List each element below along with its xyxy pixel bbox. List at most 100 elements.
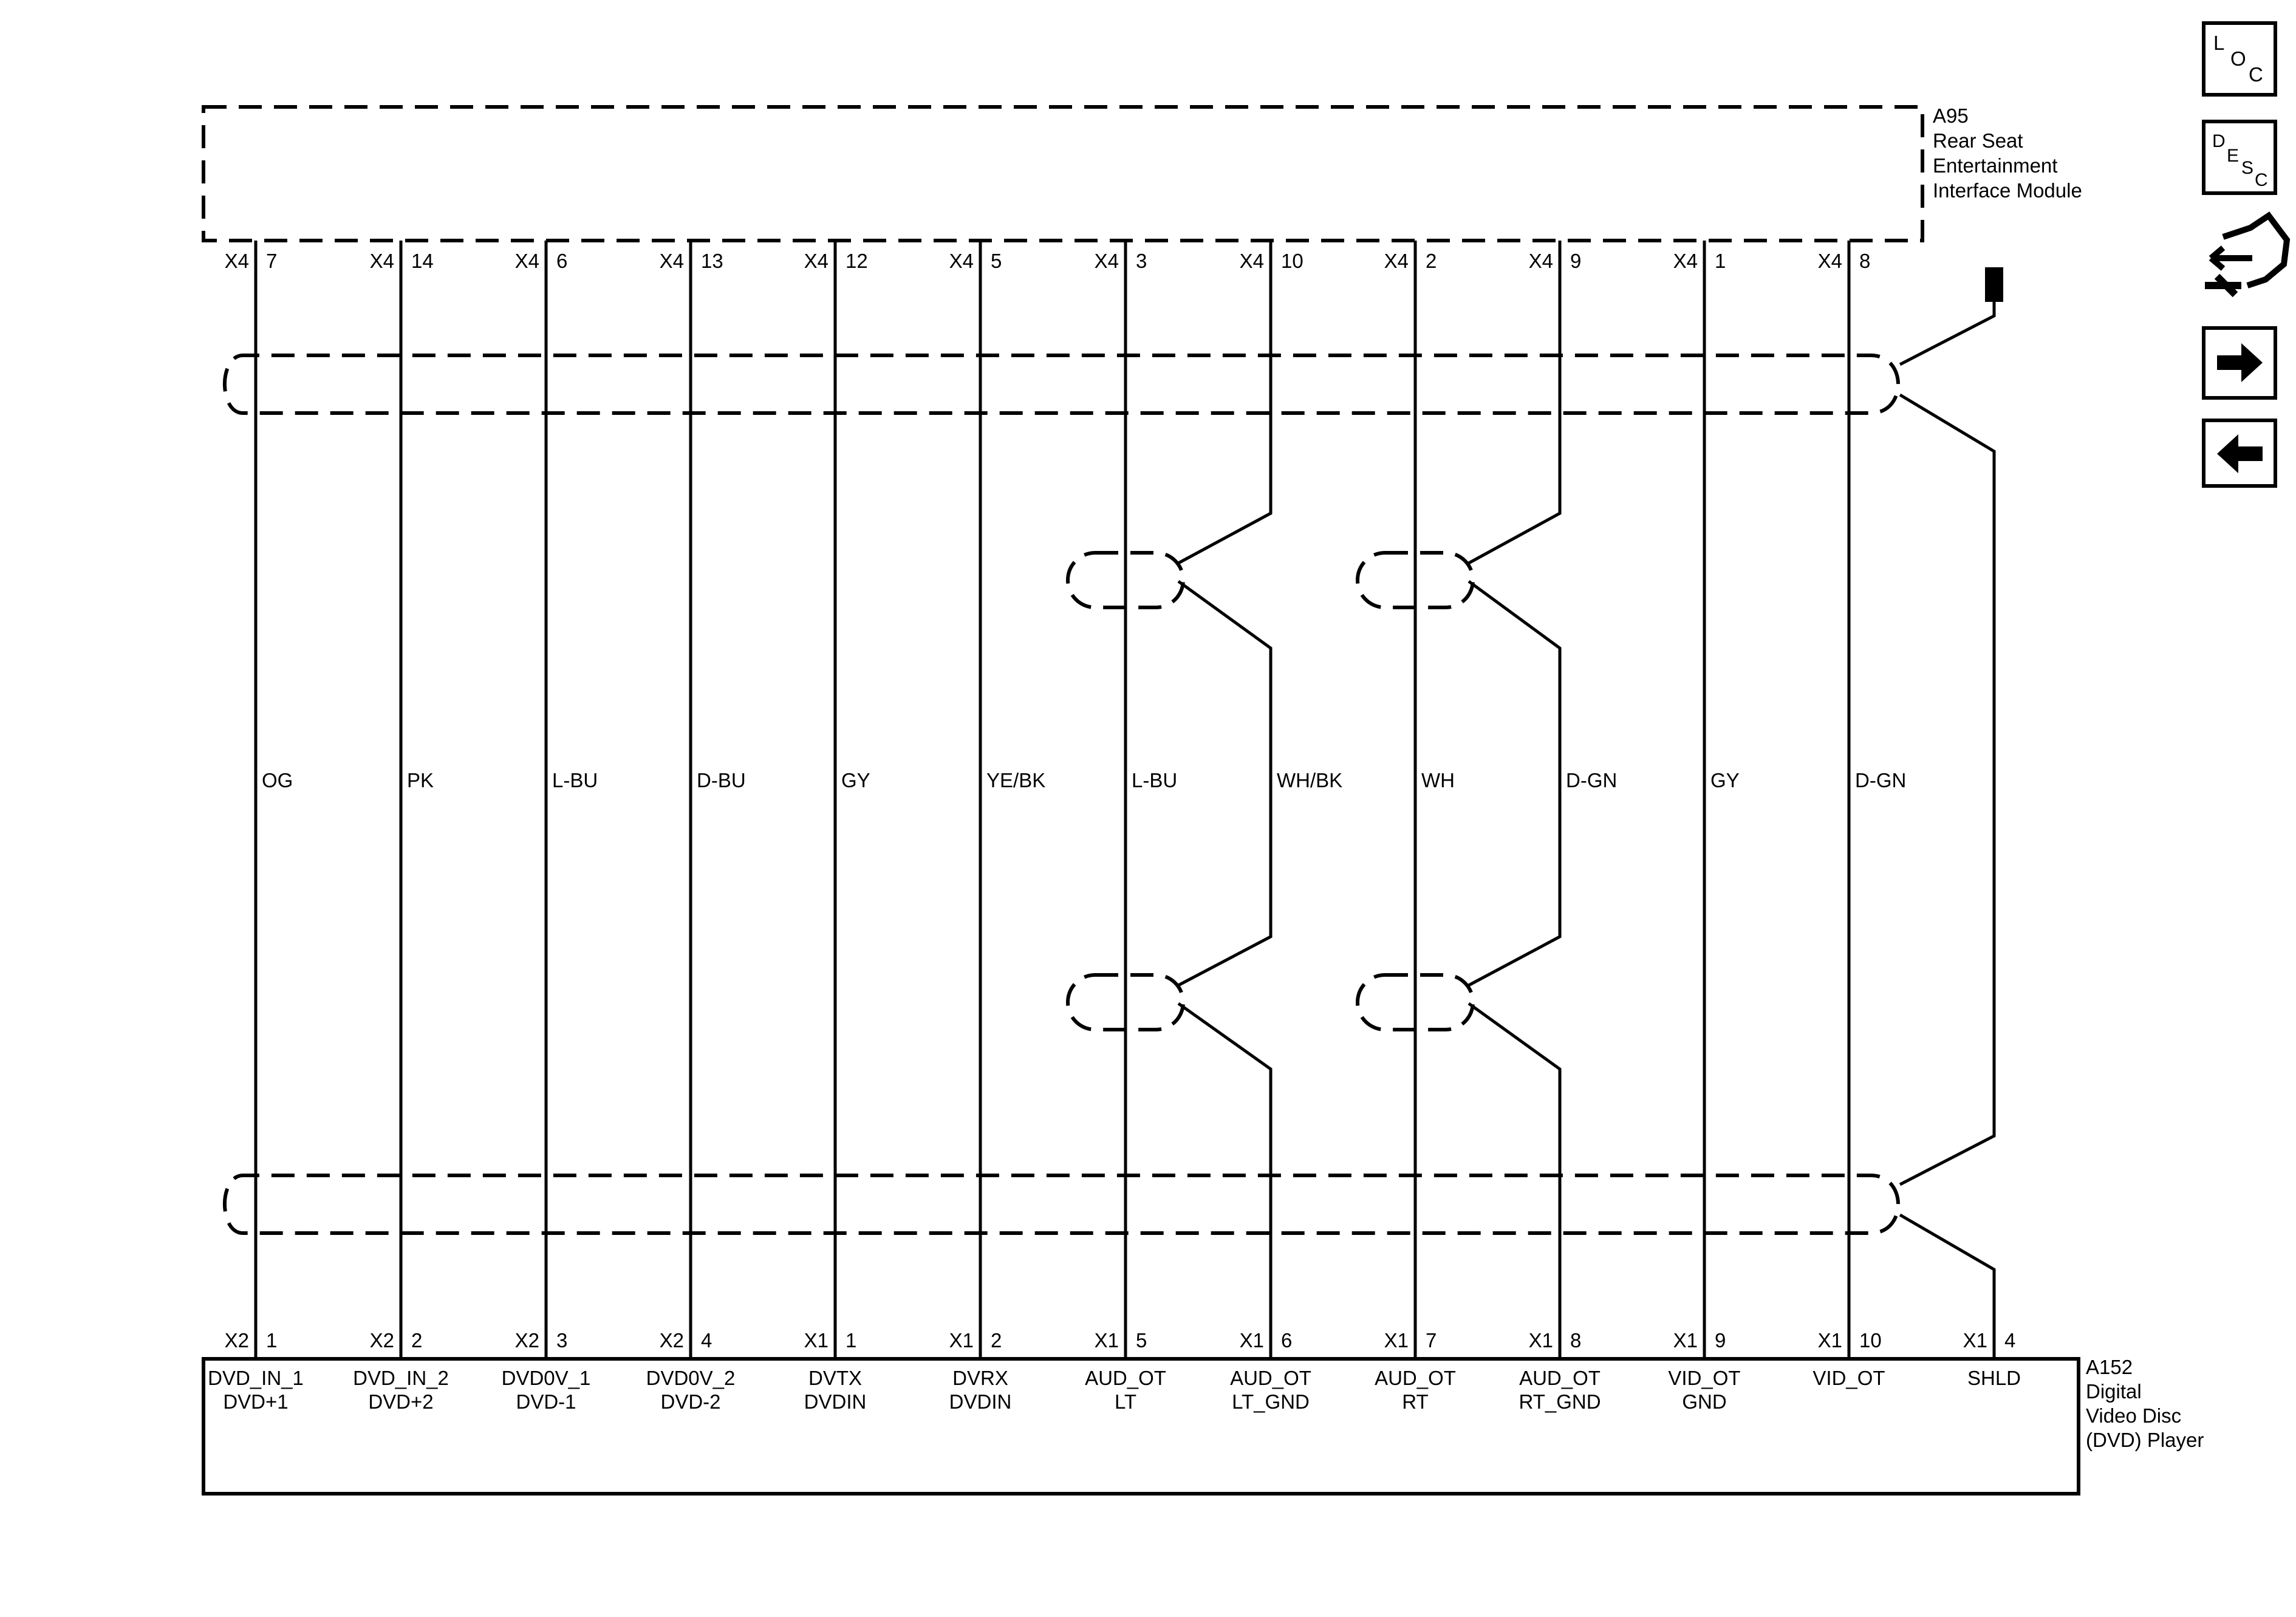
prev-arrow-icon[interactable]: [2202, 419, 2277, 488]
circuit-label: AUD_OT: [1230, 1367, 1311, 1389]
straight-wires: [254, 241, 1851, 1359]
circuit-label: LT: [1115, 1390, 1136, 1413]
circuit-label: AUD_OT: [1519, 1367, 1601, 1389]
circuit-label: RT: [1402, 1390, 1428, 1413]
wire-color-label: L-BU: [552, 769, 598, 791]
shield-bottom-pin: 4: [2004, 1329, 2015, 1352]
bottom-pin: 7: [1426, 1329, 1437, 1352]
circuit-label: VID_OT: [1668, 1367, 1740, 1389]
circuit-label: LT_GND: [1232, 1390, 1310, 1413]
wire-wh-bk-path: [1177, 241, 1273, 1359]
module-a152-name-line-3: (DVD) Player: [2086, 1429, 2204, 1451]
circuit-label: AUD_OT: [1375, 1367, 1456, 1389]
top-connector: X4: [804, 250, 829, 272]
bottom-connector: X1: [1095, 1329, 1119, 1352]
top-connector: X4: [1095, 250, 1119, 272]
bottom-connector: X2: [370, 1329, 394, 1352]
connector-icon[interactable]: [2205, 211, 2291, 298]
bottom-connector: X1: [949, 1329, 974, 1352]
top-pin: 8: [1859, 250, 1870, 272]
twisted-pair-lt-lower: [1066, 973, 1185, 1031]
loc-letter-l: L: [2213, 32, 2224, 54]
module-a152-box: [202, 1357, 2080, 1496]
circuit-label: VID_OT: [1813, 1367, 1885, 1389]
bottom-connector: X2: [660, 1329, 684, 1352]
top-pin: 6: [556, 250, 567, 272]
wire-color-label: WH/BK: [1277, 769, 1342, 791]
wire-color-label: PK: [407, 769, 434, 791]
bottom-connector: X1: [1818, 1329, 1842, 1352]
top-connector: X4: [515, 250, 539, 272]
bottom-connector: X1: [1240, 1329, 1264, 1352]
circuit-label: DVD+1: [223, 1390, 288, 1413]
shield-circuit-label: SHLD: [1967, 1367, 2021, 1389]
top-pin: 12: [846, 250, 868, 272]
circuit-label: DVD_IN_1: [208, 1367, 304, 1389]
top-pin: 14: [411, 250, 434, 272]
desc-button[interactable]: D E S C: [2202, 120, 2277, 195]
shield-ground-terminal: [1985, 267, 2003, 302]
top-connector: X4: [1384, 250, 1409, 272]
circuit-label: DVDIN: [949, 1390, 1012, 1413]
shield-upper: [223, 354, 1900, 415]
circuit-label: AUD_OT: [1085, 1367, 1166, 1389]
wire-color-label: WH: [1421, 769, 1455, 791]
bottom-connector: X1: [1384, 1329, 1409, 1352]
top-pin: 5: [991, 250, 1002, 272]
circuit-label: DVDIN: [804, 1390, 867, 1413]
module-a95-name-line-3: Interface Module: [1933, 179, 2082, 202]
wire-color-label: D-BU: [697, 769, 746, 791]
twisted-pair-rt-lower: [1356, 973, 1475, 1031]
bottom-pin: 1: [846, 1329, 856, 1352]
top-connector: X4: [370, 250, 394, 272]
bottom-connector: X2: [515, 1329, 539, 1352]
top-connector: X4: [1240, 250, 1264, 272]
top-connector: X4: [1529, 250, 1553, 272]
next-arrow-icon[interactable]: [2202, 326, 2277, 400]
loc-letter-o: O: [2230, 47, 2246, 70]
top-pin: 10: [1281, 250, 1303, 272]
circuit-label: DVRX: [952, 1367, 1008, 1389]
module-a152-name-line-2: Video Disc: [2086, 1404, 2181, 1427]
top-pin: 7: [266, 250, 277, 272]
top-connector: X4: [1818, 250, 1842, 272]
shield-drain-wire: [1899, 302, 1996, 1359]
bottom-connector: X1: [804, 1329, 829, 1352]
top-connector: X4: [660, 250, 684, 272]
desc-letter-c: C: [2255, 170, 2268, 190]
bottom-connector: X2: [225, 1329, 249, 1352]
circuit-label: DVD_IN_2: [353, 1367, 449, 1389]
loc-button[interactable]: L O C: [2202, 21, 2277, 97]
top-connector: X4: [949, 250, 974, 272]
module-a152-ref: A152: [2086, 1356, 2133, 1378]
top-connector: X4: [1673, 250, 1698, 272]
wire-d-gn-rt-path: [1467, 241, 1562, 1359]
bottom-pin: 2: [411, 1329, 422, 1352]
wire-color-label: D-GN: [1566, 769, 1617, 791]
desc-letter-e: E: [2227, 146, 2239, 166]
top-pin: 3: [1136, 250, 1147, 272]
circuit-label: RT_GND: [1519, 1390, 1601, 1413]
twisted-pair-rt-upper: [1356, 551, 1475, 609]
bottom-pin: 2: [991, 1329, 1002, 1352]
circuit-label: DVD0V_1: [502, 1367, 591, 1389]
desc-letter-d: D: [2212, 131, 2226, 151]
desc-letter-s: S: [2241, 158, 2253, 178]
wire-color-label: GY: [1710, 769, 1740, 791]
bottom-connector: X1: [1529, 1329, 1553, 1352]
bottom-pin: 10: [1859, 1329, 1882, 1352]
twisted-pair-lt-upper: [1066, 551, 1185, 609]
module-a95-name-line-1: Rear Seat: [1933, 129, 2023, 152]
wire-color-label: D-GN: [1855, 769, 1906, 791]
top-pin: 13: [701, 250, 723, 272]
module-a95-box: [202, 105, 1924, 242]
bottom-pin: 1: [266, 1329, 277, 1352]
circuit-label: DVTX: [808, 1367, 862, 1389]
top-pin: 2: [1426, 250, 1437, 272]
module-a95-ref: A95: [1933, 104, 1969, 127]
bottom-pin: 8: [1570, 1329, 1581, 1352]
module-a152-name-line-1: Digital: [2086, 1380, 2142, 1403]
wire-color-label: L-BU: [1132, 769, 1177, 791]
bottom-pin: 5: [1136, 1329, 1147, 1352]
